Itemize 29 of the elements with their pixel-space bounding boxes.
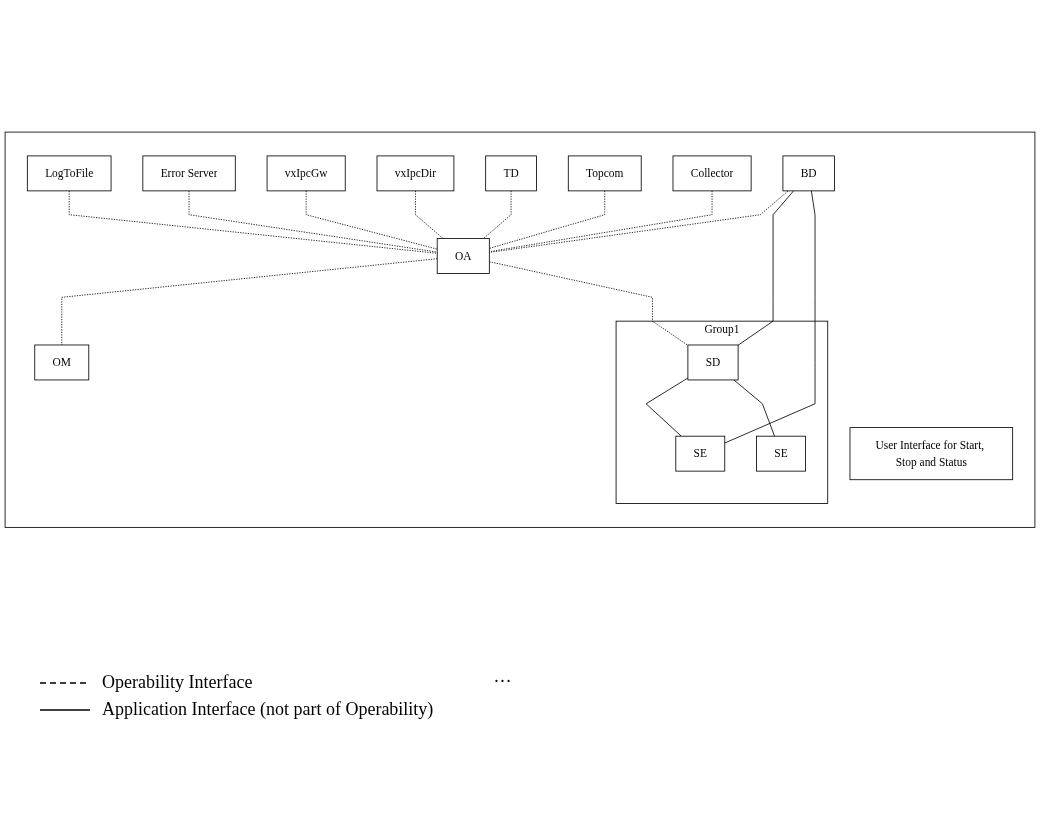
- legend-text: Application Interface (not part of Operability): [102, 699, 434, 720]
- node-box: vxIpcGw: [266, 155, 346, 192]
- node-box: SE: [675, 436, 726, 472]
- node-box: Topcom: [567, 155, 642, 192]
- ellipsis-label: …: [493, 666, 512, 687]
- node-box: SD: [687, 344, 739, 381]
- node-box: BD: [782, 155, 835, 192]
- connector: [737, 190, 795, 346]
- node-box: LogToFile: [26, 155, 112, 192]
- node-box: User Interface for Start, Stop and Status: [849, 427, 1014, 481]
- connector: [488, 261, 689, 346]
- connector: [188, 190, 438, 253]
- connector: [724, 190, 816, 444]
- connector: [645, 377, 689, 437]
- connector: [415, 190, 444, 240]
- connector: [305, 190, 438, 250]
- node-box: Error Server: [142, 155, 236, 192]
- legend-text: Operability Interface: [102, 672, 253, 693]
- connector: [488, 190, 713, 253]
- node-box: OA: [436, 238, 490, 275]
- connector: [733, 379, 775, 437]
- node-box: vxIpcDir: [376, 155, 455, 192]
- connector: [483, 190, 512, 240]
- connector: [68, 190, 438, 254]
- node-box: Collector: [672, 155, 752, 192]
- cluster: [4, 131, 1036, 529]
- node-box: OM: [34, 344, 90, 381]
- node-box: TD: [485, 155, 537, 192]
- node-box: SE: [756, 436, 806, 472]
